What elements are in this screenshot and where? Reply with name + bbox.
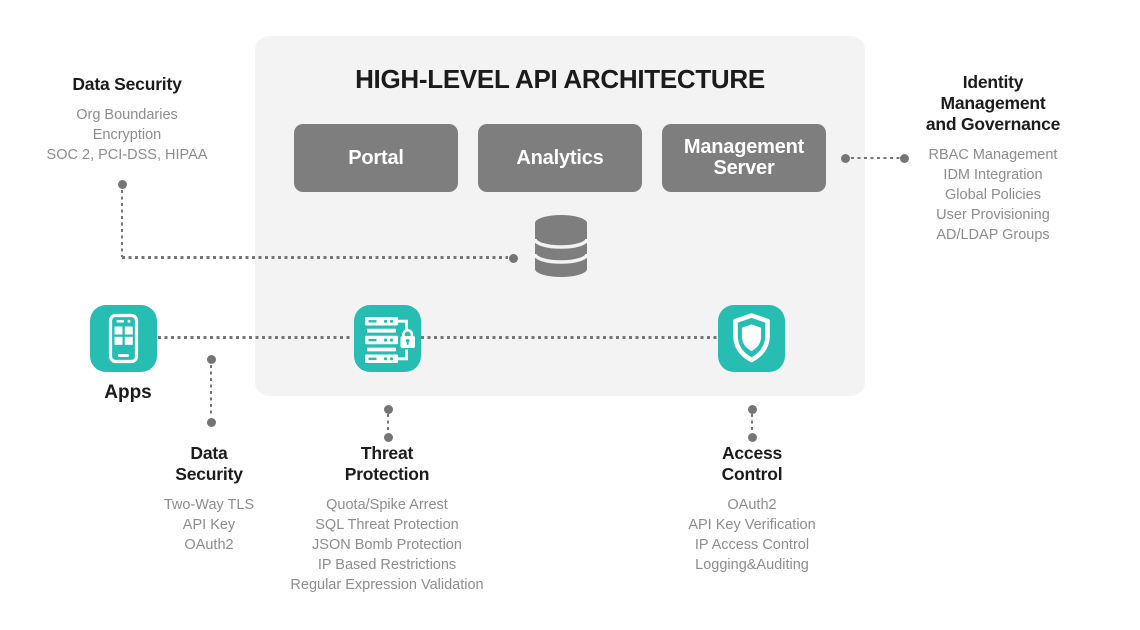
- identity-management-group: Identity Management and Governance RBAC …: [920, 72, 1067, 245]
- portal-box-label: Portal: [348, 146, 404, 169]
- threat-protection-icon: [354, 305, 421, 372]
- list-item: Quota/Spike Arrest: [326, 497, 448, 513]
- management-server-box-label: Management Server: [683, 136, 805, 179]
- connector-line: [750, 414, 754, 433]
- list-item: SOC 2, PCI-DSS, HIPAA: [46, 147, 208, 163]
- connector-line: [158, 336, 353, 339]
- connector-endpoint-dot: [206, 354, 216, 364]
- apps-icon: [90, 305, 157, 372]
- connector-endpoint-dot: [899, 153, 909, 163]
- connector-line: [421, 336, 717, 339]
- connector-line: [851, 156, 900, 160]
- list-item: API Key: [182, 517, 236, 533]
- list-item: Global Policies: [945, 187, 1041, 203]
- list-item: OAuth2: [184, 537, 234, 553]
- connector-line: [209, 365, 213, 417]
- list-item: AD/LDAP Groups: [936, 227, 1050, 243]
- analytics-box-label: Analytics: [516, 146, 604, 169]
- diagram-title: HIGH-LEVEL API ARCHITECTURE: [355, 64, 765, 94]
- list-item: Logging&Auditing: [695, 557, 809, 573]
- list-item: OAuth2: [727, 497, 777, 513]
- group-title: Data Security: [72, 74, 182, 94]
- list-item: RBAC Management: [928, 147, 1058, 163]
- server-lock-icon: [365, 317, 415, 363]
- connector-endpoint-dot: [840, 153, 850, 163]
- list-item: IP Access Control: [694, 537, 810, 553]
- list-item: IP Based Restrictions: [317, 557, 457, 573]
- database-icon: [533, 214, 589, 283]
- analytics-box: Analytics: [478, 124, 642, 192]
- access-control-icon: [718, 305, 785, 372]
- group-title: Data Security: [175, 443, 243, 484]
- management-server-box: Management Server: [662, 124, 826, 192]
- connector-endpoint-dot: [117, 179, 127, 189]
- list-item: JSON Bomb Protection: [312, 537, 462, 553]
- group-title: Identity Management and Governance: [925, 72, 1061, 134]
- list-item: Org Boundaries: [76, 107, 178, 123]
- shield-icon: [733, 313, 770, 363]
- connector-endpoint-dot: [206, 417, 216, 427]
- list-item: Two-Way TLS: [163, 497, 255, 513]
- mobile-device-icon: [108, 313, 139, 364]
- group-title: Threat Protection: [344, 443, 430, 484]
- server-boxes-row: Portal Analytics Management Server: [294, 124, 826, 192]
- list-item: Regular Expression Validation: [290, 577, 484, 593]
- list-item: SQL Threat Protection: [315, 517, 459, 533]
- list-item: Encryption: [92, 127, 162, 143]
- list-item: IDM Integration: [943, 167, 1043, 183]
- connector-endpoint-dot: [383, 404, 393, 414]
- group-title: Access Control: [721, 443, 783, 484]
- connector-line: [122, 256, 508, 259]
- apps-label: Apps: [104, 382, 152, 403]
- connector-line: [120, 190, 124, 257]
- connector-endpoint-dot: [747, 404, 757, 414]
- connector-endpoint-dot: [383, 432, 393, 442]
- connector-endpoint-dot: [747, 432, 757, 442]
- list-item: API Key Verification: [688, 517, 816, 533]
- portal-box: Portal: [294, 124, 458, 192]
- connector-endpoint-dot: [508, 253, 518, 263]
- connector-line: [386, 414, 390, 433]
- list-item: User Provisioning: [936, 207, 1050, 223]
